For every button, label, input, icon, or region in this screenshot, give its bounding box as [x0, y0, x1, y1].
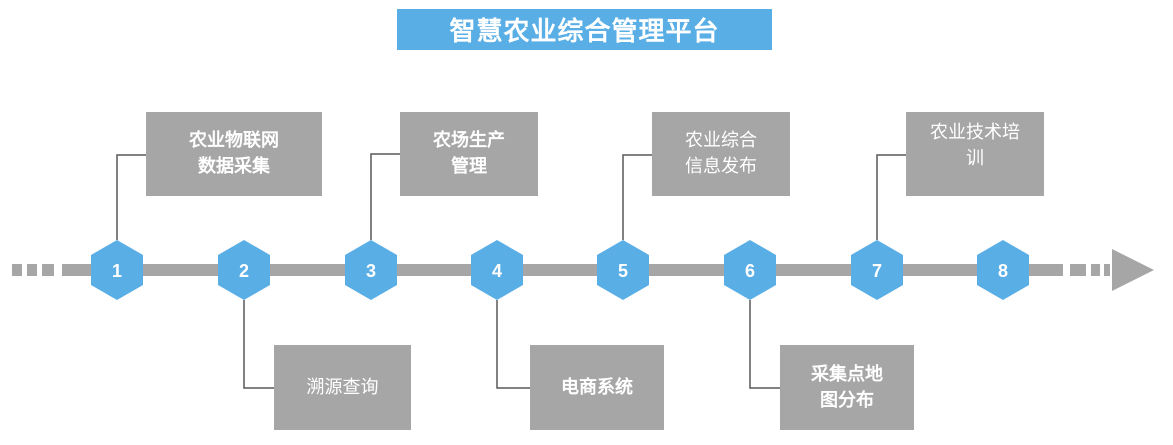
timeline-dash: [42, 264, 54, 276]
step-node: 1: [91, 240, 143, 300]
step-node: 5: [597, 240, 649, 300]
step-node: 7: [851, 240, 903, 300]
timeline-bar: [88, 264, 1063, 276]
milestone-ecommerce: 电商系统: [530, 345, 664, 430]
step-number: 2: [239, 261, 249, 281]
step-number: 8: [998, 261, 1008, 281]
timeline-dash: [27, 264, 37, 276]
step-node: 8: [977, 240, 1029, 300]
step-node: 3: [345, 240, 397, 300]
step-number: 7: [872, 261, 882, 281]
milestone-collection-map: 采集点地 图分布: [780, 345, 914, 430]
diagram-title: 智慧农业综合管理平台: [397, 9, 772, 50]
connector-line: [496, 300, 530, 389]
step-number: 1: [112, 261, 122, 281]
timeline-dash: [1104, 264, 1110, 276]
step-number: 3: [366, 261, 376, 281]
milestone-farm-production: 农场生产 管理: [400, 112, 538, 196]
timeline-dash: [62, 264, 88, 276]
step-node: 4: [471, 240, 523, 300]
step-number: 5: [618, 261, 628, 281]
step-node: 6: [724, 240, 776, 300]
connector-line: [370, 153, 400, 240]
milestone-traceability-query: 溯源查询: [274, 345, 411, 430]
step-node: 2: [218, 240, 270, 300]
timeline-dash: [1070, 264, 1086, 276]
milestone-tech-training: 农业技术培 训: [906, 112, 1044, 196]
step-number: 4: [492, 261, 502, 281]
step-number: 6: [745, 261, 755, 281]
connector-line: [116, 154, 146, 240]
timeline-dash: [1091, 264, 1100, 276]
connector-line: [876, 154, 906, 240]
connector-line: [622, 154, 652, 240]
milestone-iot-data-collection: 农业物联网 数据采集: [146, 112, 322, 196]
connector-line: [749, 300, 780, 389]
milestone-info-publishing: 农业综合 信息发布: [652, 112, 790, 196]
connector-line: [243, 300, 274, 389]
timeline-dash: [12, 264, 22, 276]
timeline-arrowhead: [1112, 249, 1154, 291]
